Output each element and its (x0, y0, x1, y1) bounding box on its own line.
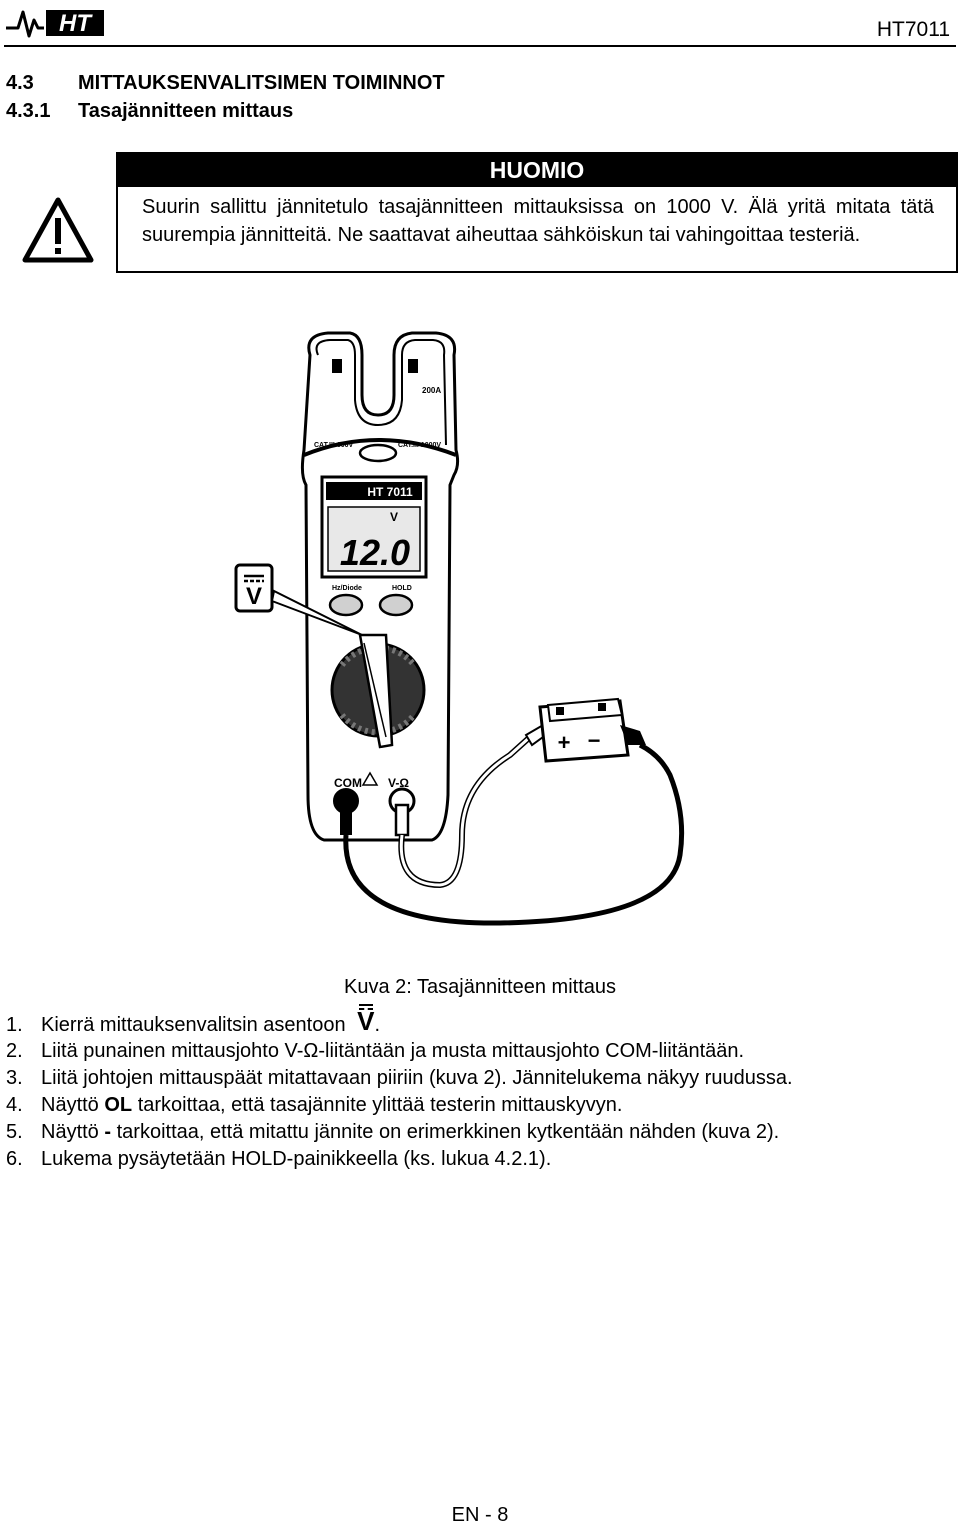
list-item: 6.Lukema pysäytetään HOLD-painikkeella (… (6, 1148, 552, 1170)
terminal-warning-icon (361, 771, 379, 786)
subsection-number: 4.3.1 (6, 100, 51, 122)
display-unit: V (390, 510, 398, 524)
jaw-marker-left (332, 359, 342, 373)
meter-body-outline (300, 331, 460, 842)
cat-right-label: CAT.III 1000V (398, 442, 441, 449)
instruction-list: 1.Kierrä mittauksenvalitsin asentoon V. … (6, 1004, 956, 1173)
hold-button[interactable] (378, 593, 414, 617)
model-number: HT7011 (876, 18, 950, 41)
section-title: MITTAUKSENVALITSIMEN TOIMINNOT (78, 72, 445, 94)
list-item: 2.Liitä punainen mittausjohto V-Ω-liitän… (6, 1040, 745, 1062)
battery-minus: − (588, 728, 601, 753)
black-test-lead (343, 742, 685, 926)
black-probe-clip (620, 725, 646, 745)
clamp-meter-figure: 200A CAT.III 600V CAT.III 1000V HT 7011 … (234, 331, 685, 926)
battery-plus: + (558, 730, 571, 755)
lcd-screen (327, 506, 421, 572)
list-item: 1.Kierrä mittauksenvalitsin asentoon V. (6, 1004, 381, 1036)
button-right-label: HOLD (392, 585, 412, 592)
notice-title: HUOMIO (118, 154, 956, 187)
range-label: 200A (422, 386, 441, 395)
display-model-label: HT 7011 (367, 485, 413, 499)
list-item: 5.Näyttö - tarkoittaa, että mitattu jänn… (6, 1121, 780, 1143)
subsection-heading: 4.3.1 Tasajännitteen mittaus (6, 100, 293, 123)
list-item: 4.Näyttö OL tarkoittaa, että tasajännite… (6, 1094, 623, 1116)
display-value: 12.0 (340, 532, 410, 573)
subsection-title: Tasajännitteen mittaus (78, 100, 294, 122)
header-rule (4, 45, 956, 47)
jaw-marker-right (408, 359, 418, 373)
callout-symbol: V (246, 583, 262, 610)
dc-voltage-symbol-icon: V (357, 1004, 375, 1036)
page-number: EN - 8 (451, 1504, 509, 1526)
warning-triangle-icon (22, 197, 94, 263)
list-item: 3.Liitä johtojen mittauspäät mitattavaan… (6, 1067, 793, 1089)
v-terminal-label: V-Ω (388, 776, 409, 790)
notice-text: Suurin sallittu jännitetulo tasajännitte… (142, 196, 934, 246)
section-number: 4.3 (6, 72, 34, 94)
figure-caption: Kuva 2: Tasajännitteen mittaus (343, 976, 617, 998)
cat-left-label: CAT.III 600V (314, 442, 353, 449)
section-heading: 4.3 MITTAUKSENVALITSIMEN TOIMINNOT (6, 72, 445, 95)
brand-text: HT (59, 10, 93, 37)
ht-logo: HT (6, 10, 104, 38)
button-left-label: Hz/Diode (332, 585, 362, 592)
com-terminal-label: COM (334, 776, 362, 790)
notice-box: HUOMIO Suurin sallittu jännitetulo tasaj… (116, 152, 958, 273)
hz-diode-button[interactable] (328, 593, 364, 617)
